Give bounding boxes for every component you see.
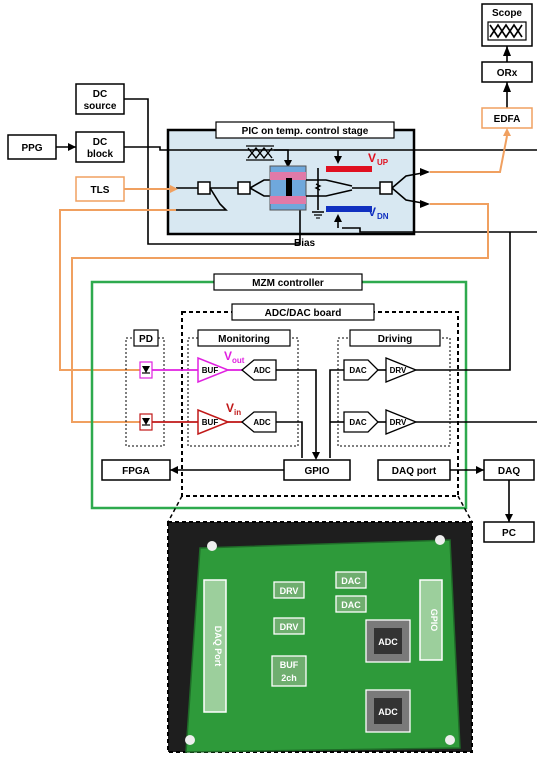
- bias-label: Bias: [294, 238, 316, 249]
- v-dn-electrode: [326, 206, 372, 212]
- v-dn-label: V: [368, 205, 376, 219]
- drv-1-output-wire: [416, 232, 510, 370]
- adc-dac-title: ADC/DAC board: [265, 308, 342, 319]
- v-in-label: V: [226, 401, 234, 415]
- pd-title: PD: [139, 334, 153, 345]
- dc-block-label-1: DC: [93, 137, 107, 148]
- photo-drv-1-label: DRV: [280, 586, 299, 596]
- scope-block: Scope: [482, 4, 532, 46]
- photo-gpio-label: GPIO: [429, 609, 439, 632]
- daq-label: DAQ: [498, 466, 520, 477]
- v-up-label: V: [368, 151, 376, 165]
- dac-1-label: DAC: [349, 366, 367, 375]
- photo-adc-2-label: ADC: [378, 707, 398, 717]
- dc-source-label-2: source: [84, 101, 117, 112]
- v-up-electrode: [326, 166, 372, 172]
- v-in-subscript: in: [234, 408, 241, 417]
- v-out-label: V: [224, 349, 232, 363]
- photo-dac-1-label: DAC: [341, 576, 361, 586]
- adc-out-label: ADC: [253, 366, 271, 375]
- coupler-1: [198, 182, 210, 194]
- pic-title: PIC on temp. control stage: [242, 126, 369, 137]
- drv-1-label: DRV: [390, 366, 407, 375]
- tap-out-fiber: [60, 210, 176, 370]
- edfa-label: EDFA: [494, 114, 521, 125]
- v-up-subscript: UP: [377, 158, 389, 167]
- coupler-3: [380, 182, 392, 194]
- photo-drv-2-label: DRV: [280, 622, 299, 632]
- ppg-label: PPG: [21, 143, 42, 154]
- output-fiber: [430, 136, 507, 172]
- buf-out-label: BUF: [202, 366, 219, 375]
- pc-label: PC: [502, 528, 516, 539]
- monitoring-title: Monitoring: [218, 334, 270, 345]
- v-dn-subscript: DN: [377, 212, 389, 221]
- drv-2-label: DRV: [390, 418, 407, 427]
- photo-daq-port-label: DAQ Port: [213, 626, 223, 667]
- photo-buf-label-2: 2ch: [281, 673, 297, 683]
- orx-label: ORx: [497, 68, 518, 79]
- mzm-controller-title: MZM controller: [252, 278, 324, 289]
- adc-in-label: ADC: [253, 418, 271, 427]
- dac-2-label: DAC: [349, 418, 367, 427]
- buf-in-label: BUF: [202, 418, 219, 427]
- photo-buf-label-1: BUF: [280, 660, 299, 670]
- dc-block-label-2: block: [87, 149, 114, 160]
- tls-label: TLS: [91, 185, 110, 196]
- photo-adc-1-label: ADC: [378, 637, 398, 647]
- dc-source-label-1: DC: [93, 89, 107, 100]
- photo-dac-2-label: DAC: [341, 600, 361, 610]
- daq-port-label: DAQ port: [392, 466, 437, 477]
- driving-title: Driving: [378, 334, 412, 345]
- pcb-board: [186, 540, 460, 752]
- board-photo: DAQ Port GPIO DRV DRV DAC DAC BUF 2ch AD…: [168, 522, 472, 752]
- scope-label: Scope: [492, 8, 522, 19]
- fpga-label: FPGA: [122, 466, 150, 477]
- gpio-label: GPIO: [304, 466, 329, 477]
- v-out-subscript: out: [232, 356, 245, 365]
- coupler-2: [238, 182, 250, 194]
